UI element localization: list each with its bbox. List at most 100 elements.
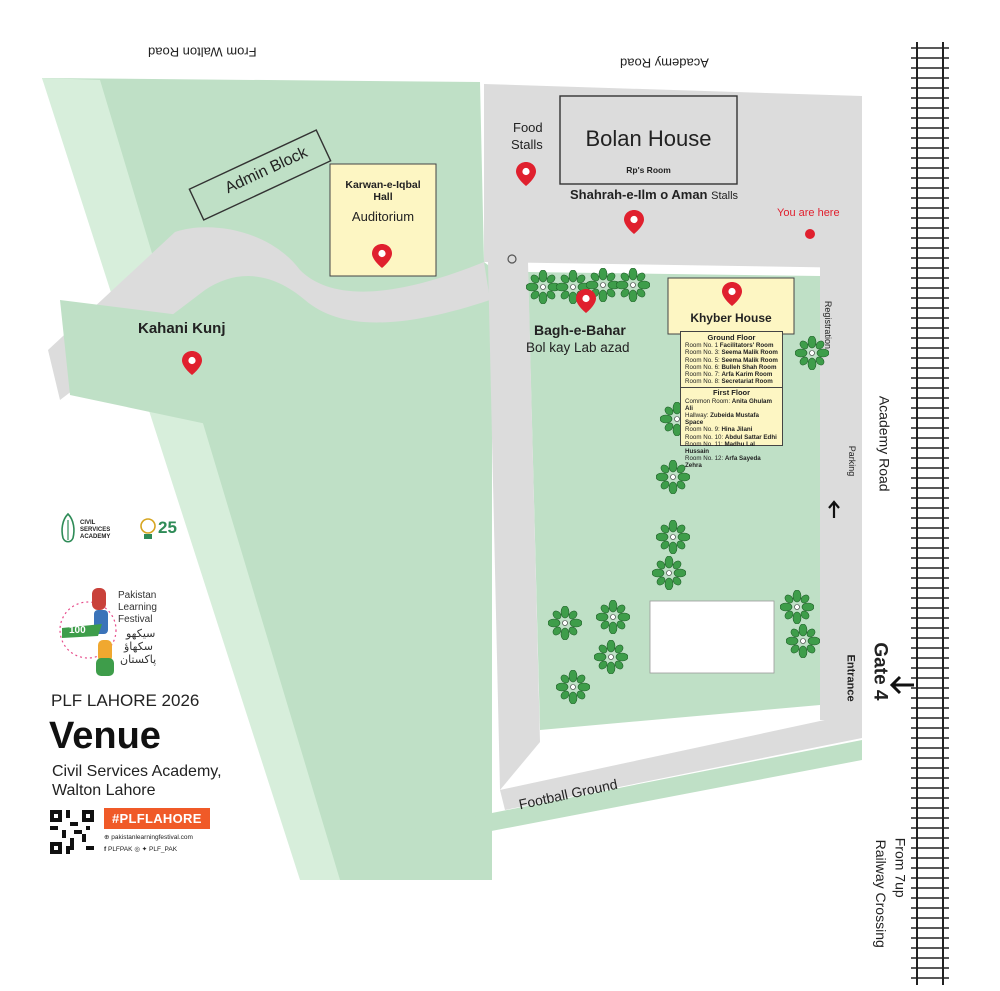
tree-icon (652, 556, 686, 590)
gate-arrow-icon (889, 675, 914, 695)
tree-icon (656, 460, 690, 494)
hashtag-badge: #PLFLAHORE (104, 808, 210, 829)
label-khyber-house: Khyber House (690, 311, 772, 325)
tree-icon (795, 336, 829, 370)
badge-25: 25 (158, 518, 177, 537)
tree-icon (780, 590, 814, 624)
tree-icon (594, 640, 628, 674)
label-academy-road-top: Academy Road (620, 55, 709, 71)
label-kahani-kunj: Kahani Kunj (138, 320, 226, 337)
bolan-house-box (559, 95, 738, 185)
label-you-are-here: You are here (777, 207, 840, 219)
label-railway-crossing: Railway Crossing (872, 839, 889, 948)
map-pin-icon[interactable] (181, 350, 203, 376)
first_floor-room-entry: Hallway: Zubeida Mustafa Space (685, 412, 778, 426)
room-number: Room No. 7: (685, 371, 722, 379)
middle-road (488, 262, 540, 790)
label-auditorium: Auditorium (351, 209, 415, 224)
parking-arrow-icon (828, 500, 840, 518)
room-number: Room No. 12: (685, 455, 725, 463)
white-patch (649, 600, 775, 674)
label-gate: Gate 4 (869, 642, 891, 701)
room-number: Room No. 11: (685, 440, 725, 448)
first_floor-room-entry: Room No. 10: Abdul Sattar Edhi (685, 434, 778, 441)
room-name: Bulleh Shah Room (721, 363, 777, 371)
room-number: Room No. 3: (685, 349, 722, 357)
social-links: f PLFPAK ◎ ✦ PLF_PAK (104, 846, 177, 853)
website-link[interactable]: ⊕ pakistanlearningfestival.com (104, 834, 193, 841)
tree-icon (586, 268, 620, 302)
ground_floor-room-entry: Room No. 7: Arfa Karim Room (685, 371, 778, 378)
plf-illustration-icon (59, 588, 117, 676)
globe-icon: ⊕ (104, 834, 110, 841)
label-from-7up: From 7up (892, 837, 909, 898)
map-pin-icon[interactable] (623, 209, 645, 235)
football-ground-area (330, 740, 862, 860)
kahani-road (60, 300, 300, 430)
tree-icon (556, 670, 590, 704)
map-pin-icon[interactable] (515, 161, 537, 187)
room-name: Arfa Sayeda Zehra (685, 455, 761, 470)
map-pin-icon[interactable] (721, 281, 743, 307)
room-name: Seema Malik Room (721, 349, 778, 357)
csa-line3: ACADEMY (80, 534, 111, 540)
label-academy-road-right: Academy Road (876, 395, 893, 492)
label-parking: Parking (847, 445, 858, 477)
room-name: Anita Ghulam Ali (685, 397, 772, 412)
plf-line3: Festival (118, 614, 153, 625)
plf-logo: 100 Pakistan Learning Festival سیکھو سکھ… (54, 584, 174, 680)
room-number: Room No. 8: (685, 378, 722, 386)
lamp-emblem-icon (140, 518, 156, 539)
label-from-walton-road: From Walton Road (148, 44, 257, 60)
you-are-here-dot (805, 229, 815, 239)
right-road (820, 262, 862, 720)
venue-address-line1: Civil Services Academy, (52, 763, 222, 780)
plf-line2: Learning (118, 602, 157, 613)
room-name: Zubeida Mustafa Space (685, 412, 759, 427)
twitter-icon[interactable]: ✦ (141, 846, 148, 853)
room-number: Room No. 6: (685, 363, 722, 371)
room-name: Hina Jilani (721, 426, 753, 434)
room-name: Facilitators' Room (719, 342, 774, 350)
left-lawn-edge (42, 78, 340, 880)
qr-code-icon[interactable] (50, 810, 94, 854)
facebook-icon[interactable]: f (104, 846, 107, 853)
room-number: Room No. 10: (685, 433, 725, 441)
first_floor-room-entry: Room No. 11: Madhu Lal Hussain (685, 441, 778, 455)
csa-emblem-icon (61, 512, 75, 543)
ground_floor-room-entry: Room No. 1 Facilitators' Room (685, 342, 778, 349)
plf-line1: Pakistan (118, 590, 157, 601)
ground-floor-title: Ground Floor (707, 333, 756, 342)
instagram-icon[interactable]: ◎ (134, 846, 140, 853)
urdu-line1: سیکھو (126, 628, 156, 640)
left-curved-road (48, 227, 490, 400)
tree-icon (526, 270, 560, 304)
label-shahrah-name: Shahrah-e-Ilm o Aman (570, 187, 708, 202)
railway-track (911, 42, 949, 985)
label-rps-room: Rp's Room (626, 165, 671, 175)
csa-line2: SERVICES (80, 527, 111, 533)
badge-100: 100 (69, 625, 86, 636)
map-pin-icon[interactable] (575, 288, 597, 314)
label-food: Food (513, 120, 543, 135)
event-title: PLF LAHORE 2026 (51, 691, 200, 710)
first_floor-room-entry: Room No. 12: Arfa Sayeda Zehra (685, 455, 778, 469)
map-pin-icon[interactable] (371, 243, 393, 269)
ground_floor-room-entry: Room No. 6: Bulleh Shah Room (685, 364, 778, 371)
label-shahrah: Shahrah-e-Ilm o Aman Stalls (570, 187, 738, 202)
label-registration: Registration (822, 300, 833, 349)
room-number: Room No. 1 (685, 342, 720, 350)
ground_floor-room-entry: Room No. 5: Seema Malik Room (685, 357, 778, 364)
room-name: Secretariat Room (721, 378, 773, 386)
room-name: Madhu Lal Hussain (685, 440, 756, 456)
website-text: pakistanlearningfestival.com (111, 834, 193, 841)
room-number: Hallway: (685, 412, 711, 420)
room-number: Room No. 5: (685, 356, 722, 364)
first-floor-title: First Floor (712, 388, 751, 398)
social-fb-handle: PLFPAK (107, 846, 133, 853)
bottom-road (500, 712, 862, 810)
label-bagh-e-bahar: Bagh-e-Bahar (534, 322, 626, 338)
urdu-line2: سکھاؤ (124, 641, 154, 653)
